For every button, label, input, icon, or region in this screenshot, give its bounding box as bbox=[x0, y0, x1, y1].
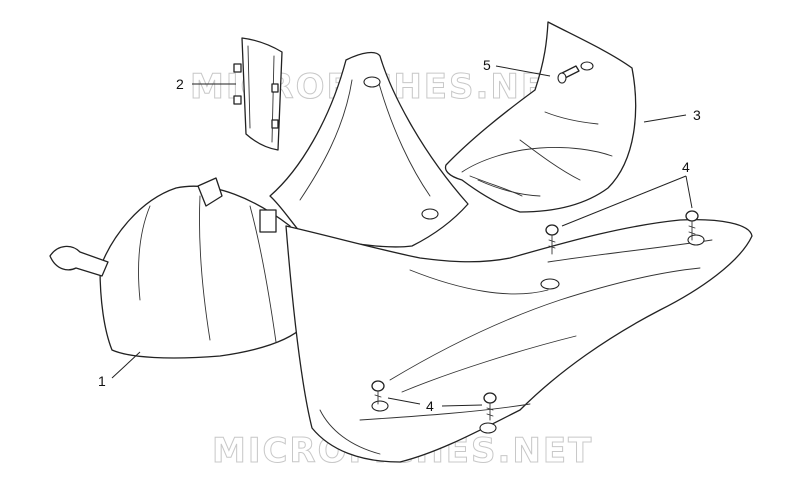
part-3-rear-panel bbox=[444, 21, 637, 213]
callout-2: 2 bbox=[176, 76, 184, 92]
leader-lines bbox=[111, 65, 693, 407]
screw-5 bbox=[557, 65, 580, 84]
callout-3: 3 bbox=[693, 107, 701, 123]
screw-4-c bbox=[371, 380, 385, 405]
part-center-tunnel bbox=[269, 51, 469, 248]
callout-1: 1 bbox=[98, 373, 106, 389]
callout-5: 5 bbox=[483, 57, 491, 73]
part-floor-panel bbox=[285, 218, 753, 463]
screw-4-d bbox=[483, 392, 497, 421]
callout-4-upper: 4 bbox=[682, 159, 690, 175]
screw-4-b bbox=[685, 210, 699, 241]
callout-4-lower: 4 bbox=[426, 398, 434, 414]
part-1-front-shield bbox=[49, 177, 305, 359]
screw-4-a bbox=[545, 224, 559, 255]
part-2-bracket bbox=[233, 37, 283, 151]
